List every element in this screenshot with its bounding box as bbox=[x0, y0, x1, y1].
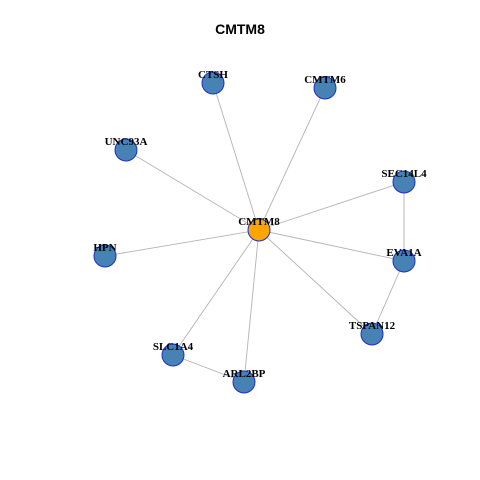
node-circle-eva1a bbox=[392, 249, 416, 273]
node-label-cmtm6: CMTM6 bbox=[304, 74, 346, 86]
edge-cmtm8-hpn bbox=[104, 229, 260, 257]
edge-cmtm8-arl2bp bbox=[243, 229, 260, 383]
node-slc1a4: SLC1A4 bbox=[153, 341, 194, 367]
node-cmtm8: CMTM8 bbox=[238, 216, 280, 242]
node-label-sec14l4: SEC14L4 bbox=[381, 168, 427, 180]
node-hpn: HPN bbox=[93, 242, 117, 268]
node-label-ctsh: CTSH bbox=[198, 69, 228, 81]
node-label-cmtm8: CMTM8 bbox=[238, 216, 280, 228]
edges-layer bbox=[104, 82, 405, 383]
edge-cmtm8-eva1a bbox=[258, 229, 405, 262]
edge-eva1a-tspan12 bbox=[371, 260, 405, 335]
edge-cmtm8-tspan12 bbox=[258, 229, 373, 335]
edge-slc1a4-arl2bp bbox=[172, 354, 245, 383]
edge-cmtm8-cmtm6 bbox=[258, 87, 326, 231]
node-label-eva1a: EVA1A bbox=[386, 247, 421, 259]
node-eva1a: EVA1A bbox=[386, 247, 422, 273]
node-circle-cmtm8 bbox=[247, 218, 271, 242]
node-label-hpn: HPN bbox=[93, 242, 116, 254]
node-label-tspan12: TSPAN12 bbox=[349, 320, 396, 332]
node-circle-sec14l4 bbox=[392, 170, 416, 194]
node-label-unc93a: UNC93A bbox=[105, 136, 148, 148]
node-sec14l4: SEC14L4 bbox=[381, 168, 427, 194]
node-circle-cmtm6 bbox=[313, 76, 337, 100]
node-circle-tspan12 bbox=[360, 322, 384, 346]
edge-cmtm8-slc1a4 bbox=[172, 229, 260, 356]
node-circle-hpn bbox=[93, 244, 117, 268]
node-cmtm6: CMTM6 bbox=[304, 74, 346, 100]
node-label-slc1a4: SLC1A4 bbox=[153, 341, 194, 353]
node-arl2bp: ARL2BP bbox=[223, 368, 266, 394]
edge-cmtm8-ctsh bbox=[212, 82, 260, 231]
node-ctsh: CTSH bbox=[198, 69, 228, 95]
node-tspan12: TSPAN12 bbox=[349, 320, 396, 346]
edge-cmtm8-unc93a bbox=[125, 149, 260, 231]
node-circle-unc93a bbox=[114, 138, 138, 162]
edge-cmtm8-sec14l4 bbox=[258, 181, 405, 231]
node-circle-arl2bp bbox=[232, 370, 256, 394]
node-circle-ctsh bbox=[201, 71, 225, 95]
node-circle-slc1a4 bbox=[161, 343, 185, 367]
node-label-arl2bp: ARL2BP bbox=[223, 368, 266, 380]
node-unc93a: UNC93A bbox=[105, 136, 148, 162]
graph-title: CMTM8 bbox=[215, 21, 265, 37]
